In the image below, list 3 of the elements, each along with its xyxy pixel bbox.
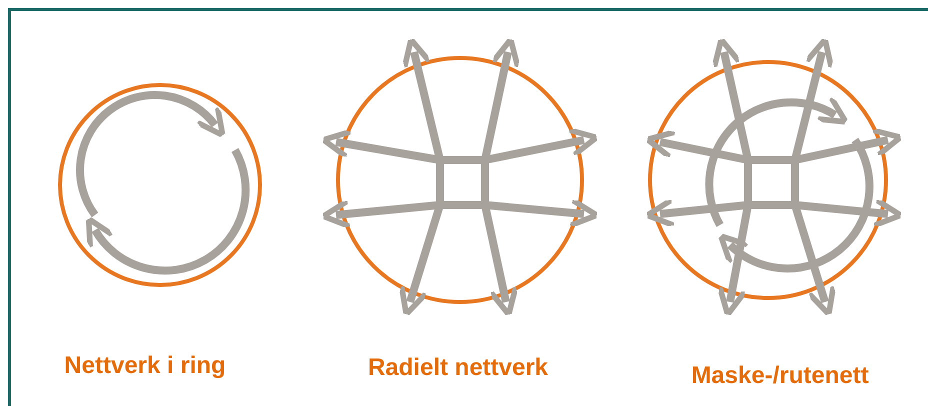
- network-type-label: Radielt nettverk: [368, 354, 548, 382]
- network-type-label: Maske-/rutenett: [691, 362, 869, 390]
- network-type-label: Nettverk i ring: [64, 352, 226, 380]
